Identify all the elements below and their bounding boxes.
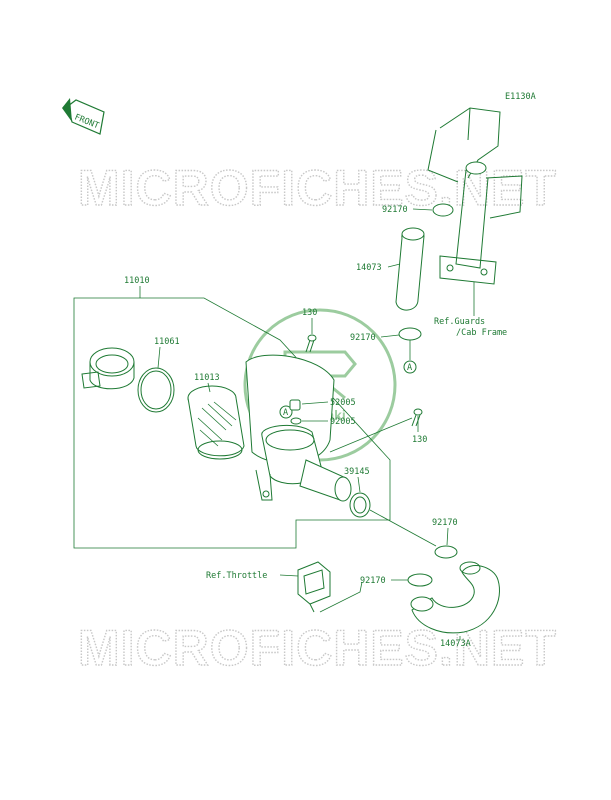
clamp-92170-top — [432, 203, 454, 217]
label-11010: 11010 — [124, 276, 150, 286]
clamp-92170-low1 — [434, 545, 458, 559]
label-92170-top: 92170 — [382, 205, 408, 215]
bolt-130-right — [411, 408, 423, 427]
label-14073A: 14073A — [440, 639, 471, 649]
label-92170-mid: 92170 — [350, 333, 376, 343]
hose-14073 — [395, 228, 425, 311]
clamp-92170-low2 — [407, 573, 433, 587]
watermark-bottom: MICROFICHES.NET — [78, 620, 557, 676]
label-92170-low1: 92170 — [432, 518, 458, 528]
label-ref-a-upper: A — [407, 363, 412, 373]
hose-14073A — [410, 561, 500, 634]
plug-52005 — [289, 399, 301, 411]
diagram-code: E1130A — [505, 92, 536, 102]
label-11013: 11013 — [194, 373, 220, 383]
clip-92005 — [290, 417, 302, 425]
ref-a-upper-circle — [403, 360, 417, 374]
front-arrow-icon: FRONT — [62, 98, 105, 135]
cab-frame-bracket — [427, 107, 523, 285]
label-11061: 11061 — [154, 337, 180, 347]
throttle-outline — [319, 581, 363, 613]
label-ref-throttle: Ref.Throttle — [206, 571, 267, 581]
filter-element-11013 — [187, 385, 245, 460]
throttle-bracket — [297, 561, 331, 613]
label-92005: 92005 — [330, 417, 356, 427]
ref-a-body-circle — [279, 405, 293, 419]
label-ref-a-body: A — [283, 408, 288, 418]
air-cleaner-cover — [81, 347, 135, 390]
o-ring-11061 — [137, 367, 175, 413]
label-39145: 39145 — [344, 467, 370, 477]
label-92170-low2: 92170 — [360, 576, 386, 586]
label-130-top: 130 — [302, 308, 317, 318]
label-ref-guards: Ref.Guards — [434, 317, 485, 327]
clamp-92170-mid — [398, 327, 422, 341]
label-cab-frame: /Cab Frame — [456, 328, 507, 338]
assembly-outline-11010 — [73, 297, 391, 549]
seal-39145 — [349, 492, 371, 518]
bolt-130-top — [305, 334, 317, 353]
label-14073: 14073 — [356, 263, 382, 273]
label-52005: 52005 — [330, 398, 356, 408]
label-130-right: 130 — [412, 435, 427, 445]
